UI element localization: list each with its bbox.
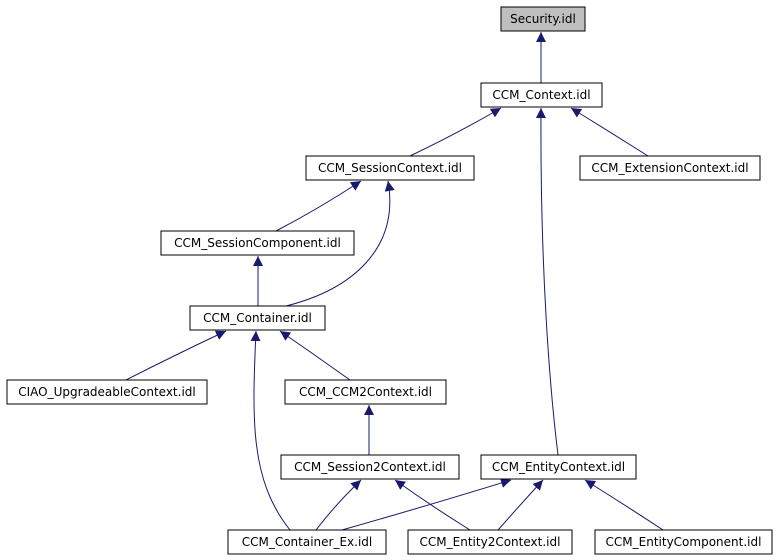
node-ccm-context-idl[interactable]: CCM_Context.idl bbox=[480, 82, 603, 108]
node-ccm-ccm2context-idl-box bbox=[284, 379, 447, 405]
node-ccm-container-ex-idl-box bbox=[227, 529, 387, 555]
node-ccm-container-idl[interactable]: CCM_Container.idl bbox=[189, 305, 326, 331]
edge-ccm-entity2context-to-ccm-entity-context bbox=[497, 479, 544, 531]
node-ccm-entity-component-idl-box bbox=[594, 529, 773, 555]
node-ccm-session2context-idl-label: CCM_Session2Context.idl bbox=[294, 460, 446, 474]
edge-ccm-extension-context-to-ccm-context bbox=[570, 107, 649, 157]
node-ccm-session2context-idl[interactable]: CCM_Session2Context.idl bbox=[280, 454, 460, 480]
node-ccm-ccm2context-idl-label: CCM_CCM2Context.idl bbox=[299, 385, 432, 399]
edge-ccm-ccm2context-to-ccm-container bbox=[279, 330, 351, 381]
node-ccm-session2context-idl-box bbox=[280, 454, 460, 480]
node-ccm-entity-component-idl-label: CCM_EntityComponent.idl bbox=[606, 535, 762, 549]
node-ccm-session-component-idl[interactable]: CCM_SessionComponent.idl bbox=[160, 230, 355, 256]
edge-ccm-container-ex-to-ccm-container bbox=[250, 330, 291, 531]
node-ccm-entity-context-idl[interactable]: CCM_EntityContext.idl bbox=[480, 454, 637, 480]
node-ciao-upgradeable-context-idl[interactable]: CIAO_UpgradeableContext.idl bbox=[6, 379, 208, 405]
node-security-idl-box bbox=[500, 6, 586, 32]
node-ccm-context-idl-label: CCM_Context.idl bbox=[492, 88, 590, 102]
node-ccm-session-context-idl[interactable]: CCM_SessionContext.idl bbox=[305, 155, 475, 181]
node-ccm-session-component-idl-box bbox=[160, 230, 355, 256]
node-security-idl-label: Security.idl bbox=[510, 12, 576, 26]
edge-ccm-container-ex-to-ccm-entity-context bbox=[341, 478, 512, 531]
node-ccm-entity-context-idl-box bbox=[480, 454, 637, 480]
edge-ccm-entity-context-to-ccm-context bbox=[535, 107, 559, 456]
node-ciao-upgradeable-context-idl-box bbox=[6, 379, 208, 405]
edge-ccm-session-component-to-ccm-session-context bbox=[275, 180, 362, 232]
edge-ccm-session-context-to-ccm-context bbox=[409, 107, 502, 157]
node-ccm-session-context-idl-box bbox=[305, 155, 475, 181]
dependency-edges bbox=[125, 32, 664, 531]
node-ccm-context-idl-box bbox=[480, 82, 603, 108]
node-ccm-container-ex-idl-label: CCM_Container_Ex.idl bbox=[242, 535, 373, 549]
node-ccm-session-component-idl-label: CCM_SessionComponent.idl bbox=[174, 236, 341, 250]
node-ccm-container-idl-box bbox=[189, 305, 326, 331]
node-ccm-ccm2context-idl[interactable]: CCM_CCM2Context.idl bbox=[284, 379, 447, 405]
node-security-idl[interactable]: Security.idl bbox=[500, 6, 586, 32]
file-nodes: Security.idl CCM_Context.idl CCM_Session… bbox=[6, 6, 773, 555]
node-ccm-entity2context-idl-box bbox=[407, 529, 573, 555]
node-ccm-extension-context-idl[interactable]: CCM_ExtensionContext.idl bbox=[579, 155, 761, 181]
node-ccm-entity2context-idl[interactable]: CCM_Entity2Context.idl bbox=[407, 529, 573, 555]
node-ccm-extension-context-idl-box bbox=[579, 155, 761, 181]
edge-ccm-entity2context-to-ccm-session2context bbox=[394, 479, 471, 531]
node-ccm-container-ex-idl[interactable]: CCM_Container_Ex.idl bbox=[227, 529, 387, 555]
node-ccm-entity-context-idl-label: CCM_EntityContext.idl bbox=[492, 460, 625, 474]
node-ciao-upgradeable-context-idl-label: CIAO_UpgradeableContext.idl bbox=[18, 385, 195, 399]
node-ccm-entity2context-idl-label: CCM_Entity2Context.idl bbox=[420, 535, 561, 549]
edge-ccm-container-to-ccm-session-context bbox=[285, 180, 395, 307]
edge-ccm-container-ex-to-ccm-session2context bbox=[315, 479, 362, 531]
node-ccm-container-idl-label: CCM_Container.idl bbox=[203, 311, 312, 325]
node-ccm-session-context-idl-label: CCM_SessionContext.idl bbox=[318, 161, 462, 175]
node-ccm-extension-context-idl-label: CCM_ExtensionContext.idl bbox=[591, 161, 748, 175]
edge-ciao-upgradeable-context-to-ccm-container bbox=[125, 330, 227, 381]
node-ccm-entity-component-idl[interactable]: CCM_EntityComponent.idl bbox=[594, 529, 773, 555]
edge-ccm-entity-component-to-ccm-entity-context bbox=[584, 479, 664, 531]
